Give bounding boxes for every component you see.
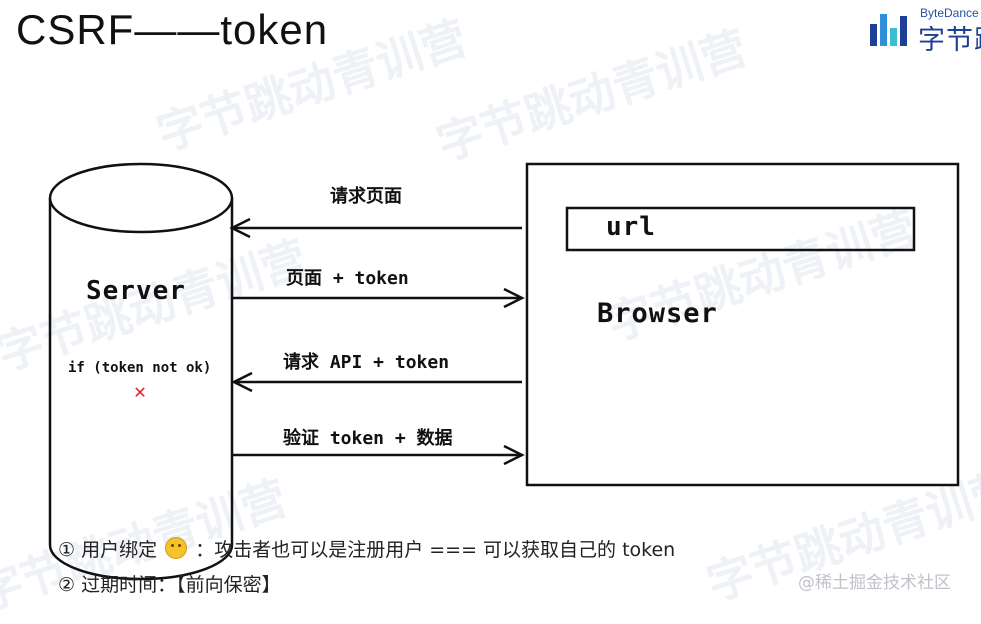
browser-label: Browser bbox=[597, 298, 718, 329]
note-text: 过期时间：【前向保密】 bbox=[81, 574, 281, 596]
brand-name-en: ByteDance bbox=[920, 6, 979, 20]
note-expiry: ② 过期时间：【前向保密】 bbox=[58, 570, 281, 597]
note-bullet: ② bbox=[58, 574, 76, 596]
arrow-label-page-token: 页面 + token bbox=[286, 268, 409, 289]
arrow-label-request-page: 请求页面 bbox=[330, 186, 402, 207]
bytedance-logo: ByteDance 字节跳 bbox=[868, 4, 981, 52]
url-bar bbox=[565, 206, 916, 252]
reject-mark: ✕ bbox=[134, 379, 148, 403]
server-condition: if (token not ok) bbox=[68, 360, 212, 376]
csrf-diagram bbox=[48, 162, 960, 581]
note-user-binding: ① 用户绑定 ：攻击者也可以是注册用户 === 可以获取自己的 token bbox=[58, 535, 675, 562]
note-bullet: ① bbox=[58, 539, 76, 561]
bytedance-bars-icon bbox=[870, 14, 907, 46]
arrow-verify-data bbox=[232, 444, 525, 466]
url-label: url bbox=[606, 212, 656, 242]
arrow-label-verify-data: 验证 token + 数据 bbox=[283, 428, 453, 449]
arrow-request-page bbox=[229, 217, 522, 239]
juejin-watermark: @稀土掘金技术社区 bbox=[798, 573, 951, 593]
note-text: ：攻击者也可以是注册用户 === 可以获取自己的 token bbox=[195, 539, 676, 561]
arrow-page-token bbox=[232, 287, 525, 309]
note-text: 用户绑定 bbox=[81, 539, 158, 561]
thinking-face-icon bbox=[165, 537, 188, 559]
server-cylinder bbox=[48, 162, 234, 581]
arrow-label-request-api: 请求 API + token bbox=[283, 352, 450, 373]
arrow-request-api bbox=[231, 371, 522, 393]
server-label: Server bbox=[86, 276, 186, 306]
browser-window bbox=[525, 162, 960, 487]
brand-name-cn: 字节跳 bbox=[918, 25, 981, 52]
page-title: CSRF——token bbox=[16, 6, 329, 53]
